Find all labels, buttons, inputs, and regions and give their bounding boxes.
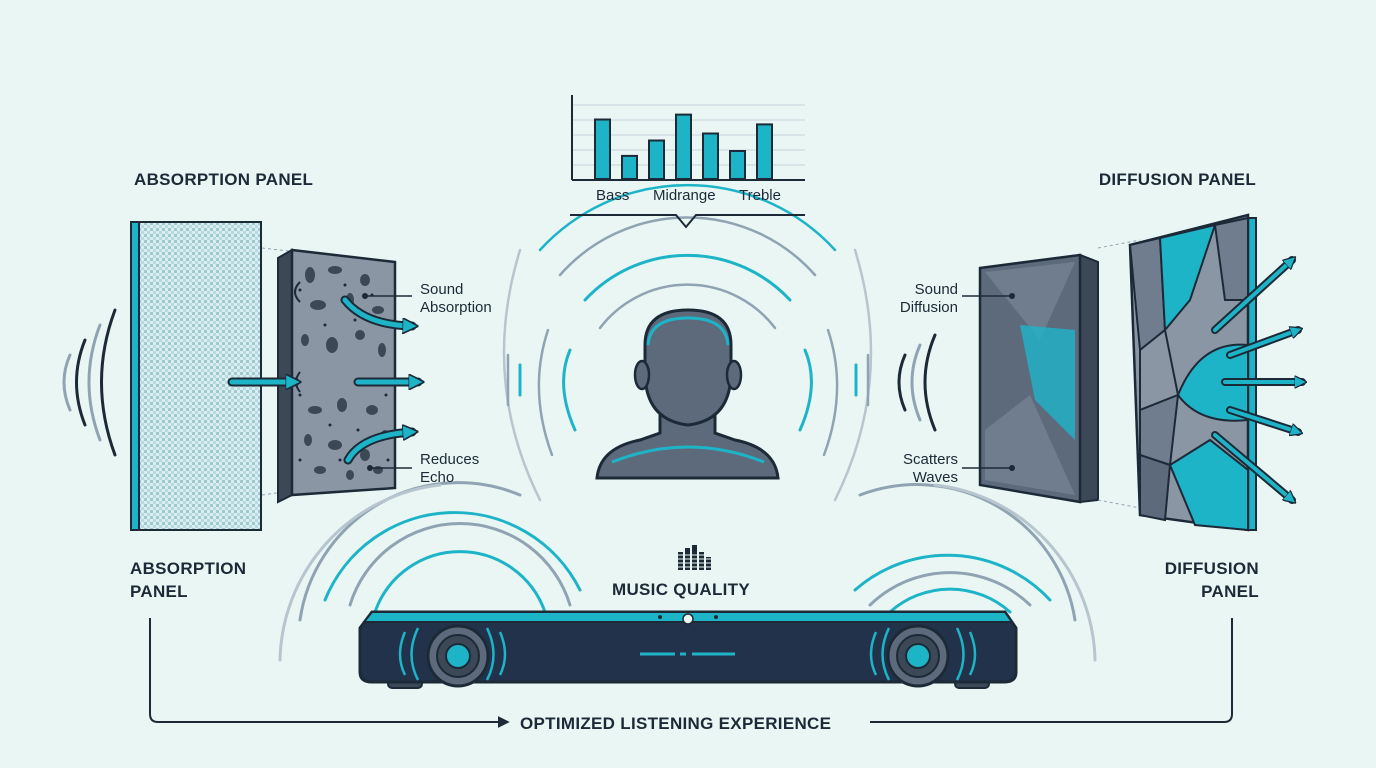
absorption-bottom-line2: PANEL (130, 582, 188, 601)
eq-bar (621, 154, 638, 180)
reduces-echo-label: Reduces Echo (420, 451, 479, 487)
eq-bar (675, 113, 692, 180)
sound-diffusion-line2: Diffusion (899, 299, 958, 316)
music-quality-label: MUSIC QUALITY (612, 580, 751, 599)
sound-wave-icon (62, 308, 117, 457)
diffusion-block (1128, 213, 1257, 532)
eq-bar (702, 132, 719, 180)
diffusion-arrows (1211, 260, 1302, 500)
listener-sound-waves (502, 183, 873, 502)
absorption-panel-mesh (130, 221, 299, 531)
reduces-echo-line2: Echo (420, 469, 455, 486)
eq-bar (594, 118, 611, 180)
absorption-callouts (362, 293, 412, 471)
eq-bar (648, 139, 665, 180)
sound-absorption-label: Sound Absorption (420, 281, 492, 317)
sound-absorption-line1: Sound (420, 281, 464, 298)
eq-bar (756, 123, 773, 180)
sound-diffusion-line1: Sound (914, 281, 958, 298)
equalizer-icon (676, 545, 713, 570)
absorption-foam-block (277, 248, 397, 504)
sound-diffusion-label: Sound Diffusion (860, 281, 958, 317)
diffusion-bottom-line1: DIFFUSION (1164, 559, 1259, 578)
reduces-echo-line1: Reduces (420, 451, 480, 468)
absorption-arrows (227, 295, 418, 465)
flow-connector (149, 618, 1233, 728)
eq-tick-bass: Bass (596, 187, 630, 204)
scatters-waves-label: Scatters Waves (860, 451, 958, 487)
absorption-panel-title: ABSORPTION PANEL (134, 170, 314, 189)
soundbar-waves (278, 481, 1097, 662)
sound-wave-icon-right (897, 333, 937, 432)
eq-tick-treble: Treble (739, 187, 781, 204)
diffusion-bottom-line2: PANEL (1201, 582, 1259, 601)
absorption-panel-bottom-label: ABSORPTION PANEL (130, 557, 246, 603)
absorption-bottom-line1: ABSORPTION (130, 559, 247, 578)
eq-chart (570, 95, 805, 229)
diffusion-callouts (962, 293, 1015, 471)
eq-tick-midrange: Midrange (653, 187, 716, 204)
diffusion-panel-title: DIFFUSION PANEL (1098, 170, 1256, 189)
diffusion-panel-bottom-label: DIFFUSION PANEL (1110, 557, 1259, 603)
eq-bars (594, 113, 773, 180)
soundbar-icon (358, 610, 1018, 689)
eq-bar (729, 150, 746, 180)
scatters-waves-line2: Waves (912, 469, 958, 486)
diffusion-panel-flat (978, 239, 1141, 509)
listener-head-icon (595, 308, 780, 480)
scatters-waves-line1: Scatters (902, 451, 958, 468)
optimized-listening-label: OPTIMIZED LISTENING EXPERIENCE (520, 714, 832, 733)
sound-absorption-line2: Absorption (420, 299, 492, 316)
